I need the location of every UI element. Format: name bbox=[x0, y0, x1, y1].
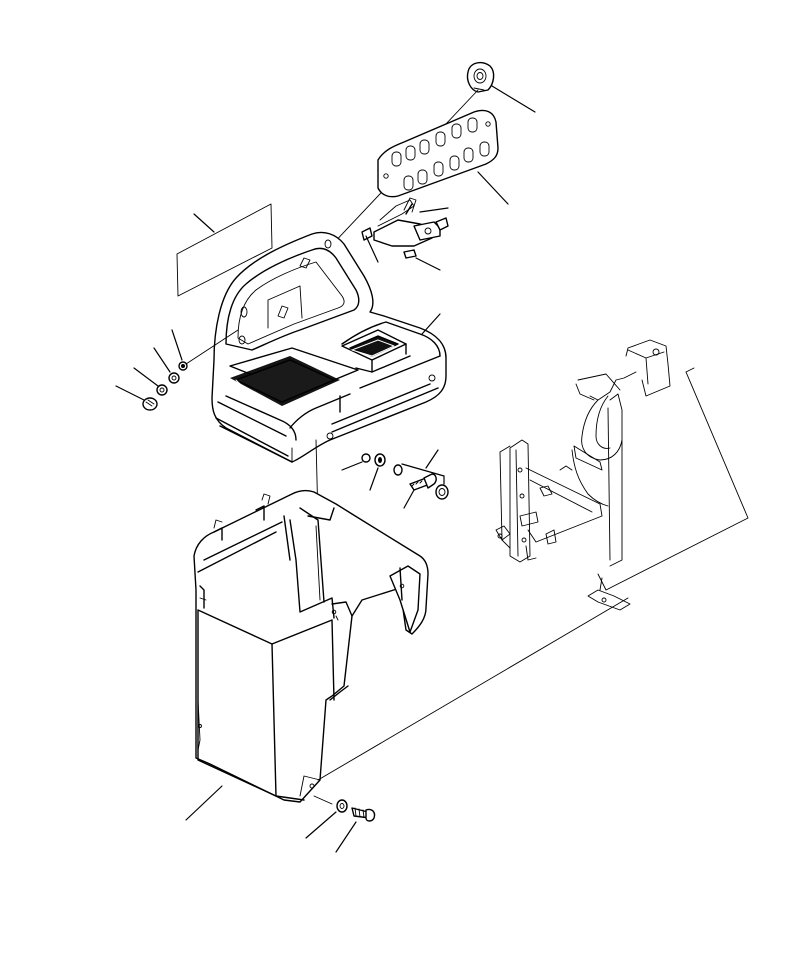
leader-line bbox=[335, 821, 357, 853]
leader-line bbox=[193, 213, 215, 233]
lower-console-housing bbox=[193, 489, 429, 803]
washer bbox=[168, 372, 180, 384]
bracket-leader bbox=[401, 463, 445, 485]
washer bbox=[336, 799, 348, 813]
washer bbox=[393, 464, 403, 476]
small-spacer bbox=[403, 249, 417, 259]
leader-line bbox=[425, 449, 439, 469]
leader-line bbox=[153, 347, 171, 373]
leader-line bbox=[185, 785, 223, 821]
cap-nut bbox=[435, 484, 449, 500]
leader-line bbox=[403, 489, 415, 509]
bolt-with-washer bbox=[409, 473, 437, 491]
assembly-line bbox=[185, 329, 239, 365]
nut bbox=[361, 453, 371, 463]
cab-frame-mount bbox=[495, 339, 749, 611]
decal-label bbox=[176, 203, 273, 297]
leader-line bbox=[369, 467, 379, 491]
leader-line bbox=[365, 235, 379, 263]
leader-line bbox=[341, 461, 363, 471]
leader-line bbox=[133, 367, 159, 387]
switch-panel-plate bbox=[377, 109, 499, 198]
bolt bbox=[351, 807, 376, 822]
spring-washer bbox=[374, 453, 386, 467]
warning-tag bbox=[466, 61, 495, 93]
leader-line bbox=[305, 811, 337, 839]
leader-line bbox=[421, 313, 441, 335]
wiring-harness-bracket bbox=[373, 197, 449, 247]
leader-line bbox=[477, 171, 509, 205]
connector-clip bbox=[361, 227, 373, 241]
assembly-line bbox=[317, 597, 629, 781]
leader-line bbox=[419, 207, 449, 213]
leader-line bbox=[491, 85, 536, 113]
leader-line bbox=[415, 257, 441, 271]
console-cover bbox=[211, 231, 447, 463]
flat-washer bbox=[142, 397, 158, 411]
washer bbox=[156, 384, 168, 396]
leader-line bbox=[115, 385, 145, 401]
assembly-line bbox=[313, 795, 333, 805]
lock-nut bbox=[178, 361, 188, 371]
leader-line bbox=[171, 329, 183, 361]
